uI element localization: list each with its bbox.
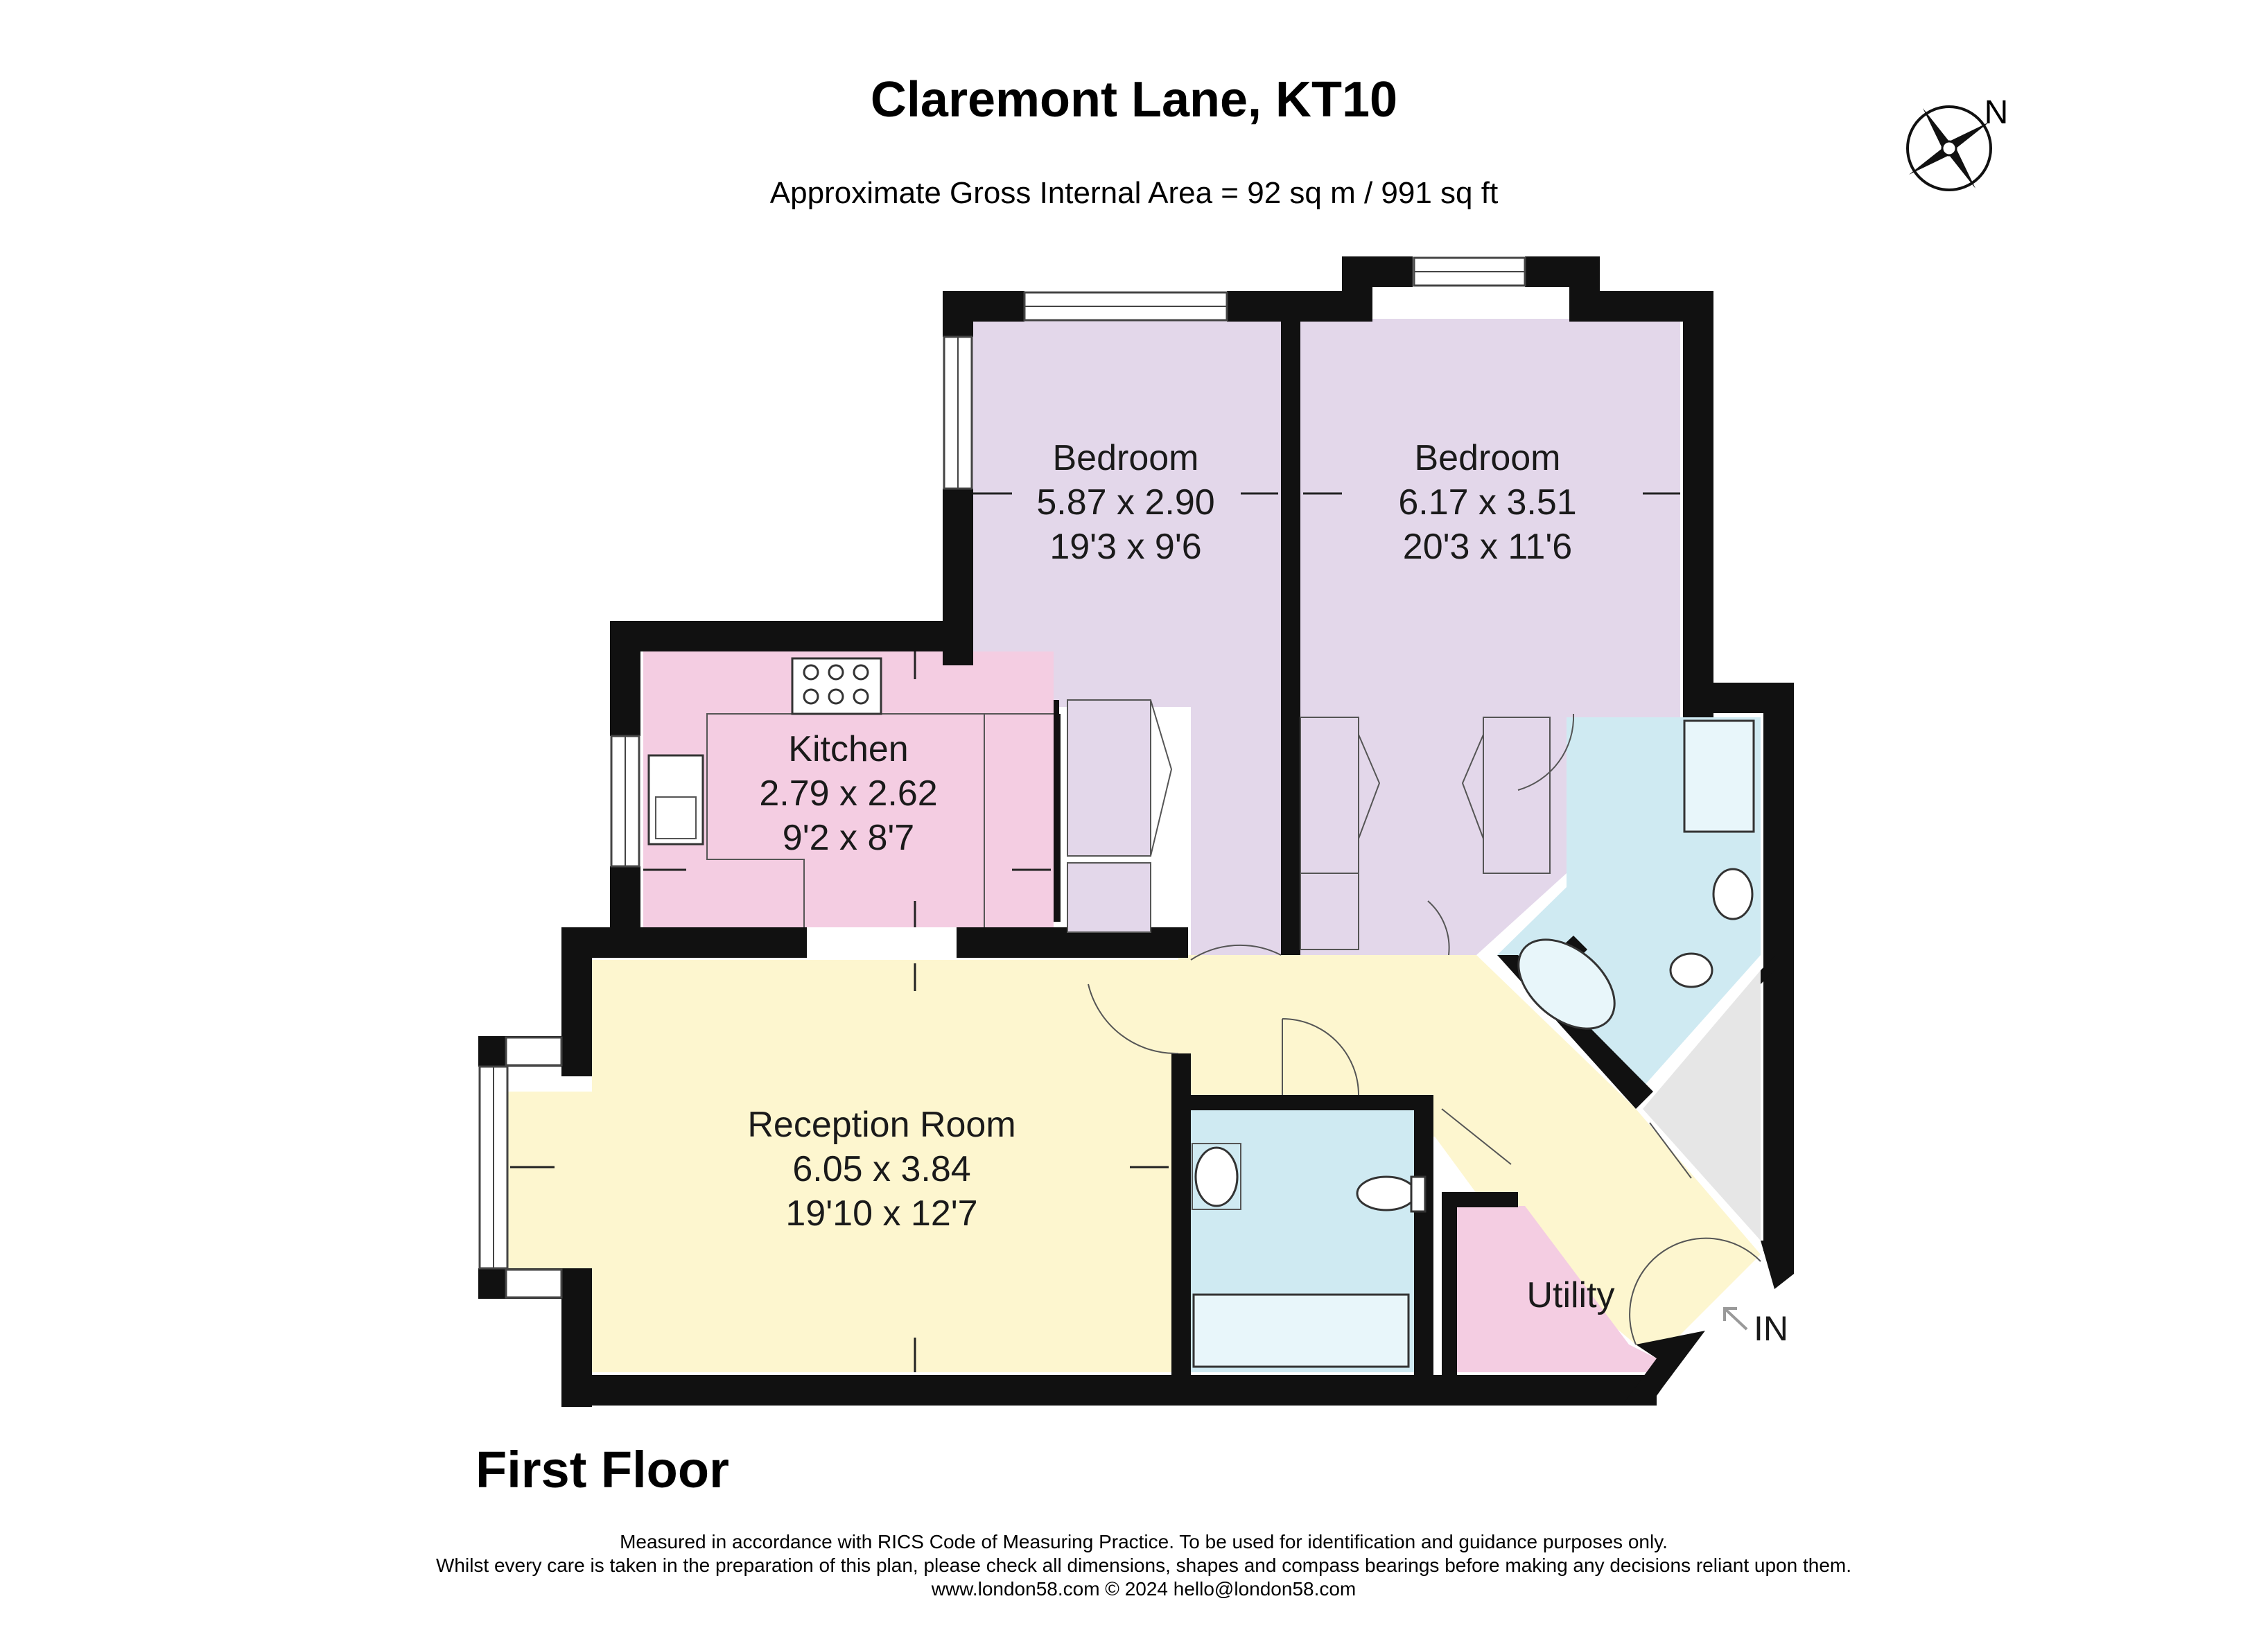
bedroom-2-fill bbox=[1300, 319, 1680, 955]
bedroom-2-name: Bedroom bbox=[1415, 438, 1561, 478]
bedroom-1-name: Bedroom bbox=[1053, 438, 1199, 478]
door-swings bbox=[1088, 713, 1761, 1345]
footer-disclaimer-2: Whilst every care is taken in the prepar… bbox=[436, 1555, 1851, 1576]
bedroom-2-metric: 6.17 x 3.51 bbox=[1398, 482, 1576, 523]
reception-label: Reception Room 6.05 x 3.84 19'10 x 12'7 bbox=[747, 1105, 1015, 1234]
toilet-icon bbox=[1356, 1175, 1417, 1211]
entrance-label: IN bbox=[1754, 1309, 1788, 1348]
compass-rose-icon bbox=[1906, 105, 1992, 191]
shower-tray-icon bbox=[1683, 719, 1755, 833]
ensuite-basin-icon bbox=[1712, 868, 1754, 920]
floor-label: First Floor bbox=[476, 1441, 729, 1498]
bathroom-fixtures bbox=[1192, 1143, 1427, 1368]
entrance-arrow-icon bbox=[1723, 1307, 1748, 1331]
reception-fill bbox=[499, 955, 1761, 1372]
reception-imperial: 19'10 x 12'7 bbox=[785, 1193, 977, 1234]
utility-name: Utility bbox=[1526, 1275, 1614, 1315]
kitchen-fixtures bbox=[647, 657, 1054, 927]
kitchen-metric: 2.79 x 2.62 bbox=[759, 773, 937, 814]
footer-contact: www.london58.com © 2024 hello@london58.c… bbox=[931, 1578, 1357, 1600]
walls bbox=[478, 256, 1794, 1407]
reception-name: Reception Room bbox=[747, 1105, 1015, 1145]
plan-title: Claremont Lane, KT10 bbox=[871, 72, 1397, 128]
bedroom-1-fill bbox=[970, 319, 1281, 955]
kitchen-name: Kitchen bbox=[788, 729, 908, 769]
bedroom-1-imperial: 19'3 x 9'6 bbox=[1049, 527, 1201, 567]
utility-fill bbox=[1456, 1206, 1657, 1372]
bedroom-1-metric: 5.87 x 2.90 bbox=[1036, 482, 1214, 523]
bedroom-1-label: Bedroom 5.87 x 2.90 19'3 x 9'6 bbox=[1036, 438, 1214, 567]
store-fill bbox=[1643, 970, 1761, 1241]
footer-disclaimer-1: Measured in accordance with RICS Code of… bbox=[620, 1531, 1668, 1552]
ensuite-fixtures bbox=[1517, 719, 1755, 1030]
area-subtitle: Approximate Gross Internal Area = 92 sq … bbox=[770, 176, 1498, 210]
bathtub-icon bbox=[1192, 1293, 1410, 1368]
kitchen-label: Kitchen 2.79 x 2.62 9'2 x 8'7 bbox=[759, 729, 937, 858]
bedroom-2-imperial: 20'3 x 11'6 bbox=[1403, 527, 1572, 567]
ensuite-toilet-icon bbox=[1669, 952, 1713, 988]
reception-metric: 6.05 x 3.84 bbox=[792, 1149, 970, 1189]
wardrobes bbox=[1067, 699, 1551, 950]
kitchen-imperial: 9'2 x 8'7 bbox=[783, 818, 914, 858]
dimension-arrows bbox=[510, 492, 1680, 1372]
ensuite-bath-icon bbox=[1517, 938, 1616, 1030]
compass-north-label: N bbox=[1984, 94, 2009, 131]
bedroom-2-label: Bedroom 6.17 x 3.51 20'3 x 11'6 bbox=[1398, 438, 1576, 567]
windows bbox=[478, 256, 1526, 1299]
basin-icon bbox=[1194, 1146, 1239, 1207]
sink-icon bbox=[647, 754, 704, 846]
